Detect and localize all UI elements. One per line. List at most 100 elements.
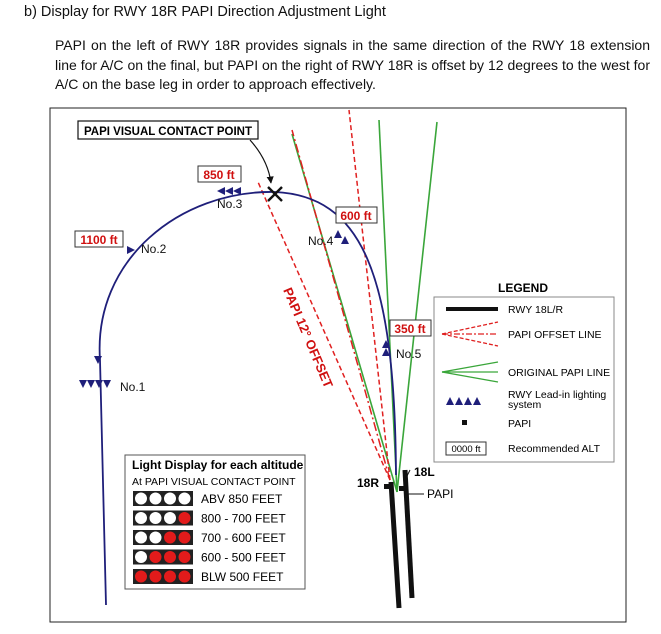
papi-light-red — [164, 531, 176, 544]
legend-papi: PAPI — [508, 418, 531, 430]
runway-18r — [388, 481, 402, 609]
legend-alt-sample: 0000 ft — [451, 444, 480, 455]
papi-light-white — [135, 512, 147, 524]
leadin-light-triangle — [225, 187, 233, 195]
section-heading: b) Display for RWY 18R PAPI Direction Ad… — [24, 4, 386, 20]
original-papi-line — [378, 119, 398, 493]
papi-light-white — [149, 492, 162, 505]
papi-light-white — [164, 492, 176, 505]
figure-frame — [49, 107, 627, 623]
papi-light-white — [135, 531, 147, 544]
leadin-light-triangle — [341, 236, 349, 244]
approach-path — [98, 191, 397, 606]
leadin-light-triangle — [95, 380, 103, 388]
legend-runway: RWY 18L/R — [508, 304, 563, 316]
papi-offset-line — [348, 109, 391, 481]
leadin-light-triangle — [382, 348, 390, 356]
papi-light-red — [178, 512, 191, 524]
papi-light-red — [178, 531, 191, 544]
legend-alt: Recommended ALT — [508, 443, 601, 455]
papi-offset-line — [291, 129, 391, 481]
papi-light-red — [135, 570, 147, 583]
leadin-light-triangle — [455, 397, 463, 405]
papi-right-marker — [399, 486, 404, 491]
light-display-row-label: 800 - 700 FEET — [201, 512, 286, 526]
papi-light-white — [135, 551, 147, 563]
leadin-light-triangle — [464, 397, 472, 405]
leadin-light-triangle — [446, 397, 454, 405]
light-display-row-label: ABV 850 FEET — [201, 492, 283, 506]
original-papi-line — [396, 121, 438, 493]
papi-light-red — [178, 570, 191, 583]
legend-leadin-1: RWY Lead-in lighting — [508, 389, 606, 401]
runways — [388, 469, 415, 609]
papi-light-red — [178, 551, 191, 563]
light-display-row-label: 700 - 600 FEET — [201, 531, 286, 545]
leadin-light-triangle — [233, 187, 241, 195]
leadin-light-triangle — [79, 380, 87, 388]
light-display-row: 700 - 600 FEET — [133, 530, 286, 545]
leadin-light-triangle — [103, 380, 111, 388]
papi-offset-line — [257, 181, 391, 481]
legend-original-swatch — [441, 361, 499, 383]
point-no5: No.5 — [396, 347, 422, 361]
papi-light-white — [149, 531, 162, 544]
legend-offset: PAPI OFFSET LINE — [508, 329, 602, 341]
leadin-light-triangle — [473, 397, 481, 405]
light-display-row: 600 - 500 FEET — [133, 549, 286, 565]
runway-18r-label: 18R — [357, 476, 379, 490]
papi-light-red — [164, 551, 176, 563]
legend-title: LEGEND — [498, 281, 548, 295]
contact-point-label-box — [77, 120, 259, 140]
legend-papi-swatch — [462, 420, 467, 425]
leadin-light-triangle — [382, 340, 390, 348]
papi-label: PAPI — [427, 487, 453, 501]
papi-light-white — [164, 512, 176, 524]
papi-light-red — [149, 570, 162, 583]
leadin-lights — [79, 187, 390, 388]
point-no2: No.2 — [141, 242, 167, 256]
leadin-light-triangle — [87, 380, 95, 388]
legend-original: ORIGINAL PAPI LINE — [508, 367, 610, 379]
light-display-row: BLW 500 FEET — [133, 569, 284, 584]
papi-light-white — [149, 512, 162, 524]
light-display-row: 800 - 700 FEET — [133, 510, 286, 526]
papi-left-marker — [384, 484, 389, 489]
altitude-850: 850 ft — [203, 168, 234, 182]
point-no1: No.1 — [120, 380, 146, 394]
light-display-title: Light Display for each altitude — [132, 458, 304, 472]
legend: LEGEND RWY 18L/R PAPI OFFSET LINE ORIGIN… — [433, 281, 615, 463]
description-text: PAPI on the left of RWY 18R provides sig… — [55, 37, 650, 92]
leadin-light-triangle — [334, 230, 342, 238]
visual-contact-point-x — [267, 186, 283, 202]
legend-leadin-swatch — [446, 397, 481, 405]
legend-leadin-2: system — [508, 399, 542, 411]
contact-point-label: PAPI VISUAL CONTACT POINT — [84, 126, 252, 138]
light-display-row-label: BLW 500 FEET — [201, 570, 284, 584]
point-labels: No.1 No.2 No.3 No.4 No.5 — [120, 197, 422, 394]
light-display-row: ABV 850 FEET — [133, 491, 283, 506]
runway-18l — [402, 469, 415, 599]
papi-light-white — [178, 492, 191, 505]
light-display-row-label: 600 - 500 FEET — [201, 551, 286, 565]
altitude-labels: 850 ft 1100 ft 600 ft 350 ft — [74, 165, 432, 337]
legend-offset-swatch — [441, 321, 499, 347]
papi-light-white — [135, 492, 147, 505]
papi-light-red — [164, 570, 176, 583]
point-no4: No.4 — [308, 234, 334, 248]
point-no3: No.3 — [217, 197, 243, 211]
description-paragraph: PAPI on the left of RWY 18R provides sig… — [55, 36, 650, 95]
contact-point-arrow — [249, 139, 274, 184]
original-papi-line — [291, 133, 398, 493]
light-display-table: Light Display for each altitude At PAPI … — [124, 454, 306, 590]
altitude-350: 350 ft — [394, 322, 425, 336]
runway-18l-label: 18L — [414, 465, 435, 479]
original-papi-lines — [291, 119, 438, 493]
papi-light-red — [149, 551, 162, 563]
leadin-light-triangle — [127, 246, 135, 254]
leadin-light-triangle — [217, 187, 225, 195]
light-display-subtitle: At PAPI VISUAL CONTACT POINT — [132, 476, 296, 488]
altitude-600: 600 ft — [340, 209, 371, 223]
altitude-1100: 1100 ft — [80, 233, 117, 247]
